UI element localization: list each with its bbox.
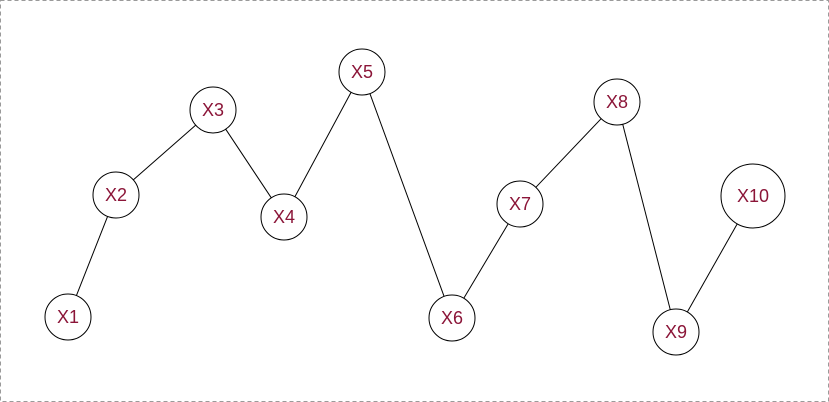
node-x10-circle [720,163,786,229]
node-x4-circle [260,193,308,241]
node-x5[interactable]: X5 [338,48,386,96]
node-x1-circle [44,293,92,341]
node-x2[interactable]: X2 [92,171,140,219]
node-x5-label: X5 [351,62,373,82]
node-x9-label: X9 [665,322,687,342]
node-x7-circle [496,180,544,228]
edge-x1-x2 [75,216,109,296]
node-x3-circle [189,86,237,134]
node-x7[interactable]: X7 [496,180,544,228]
node-x2-circle [92,171,140,219]
node-x4[interactable]: X4 [260,193,308,241]
node-x9[interactable]: X9 [652,308,700,356]
edge-x2-x3 [132,124,197,181]
edge-x8-x9 [622,124,671,310]
node-x3[interactable]: X3 [189,86,237,134]
node-x4-label: X4 [273,207,295,227]
node-x1-label: X1 [57,307,79,327]
edge-x6-x7 [463,223,509,299]
node-x6[interactable]: X6 [428,294,476,342]
node-x8[interactable]: X8 [593,78,641,126]
node-x6-label: X6 [441,308,463,328]
edge-x3-x4 [225,128,272,199]
edge-x7-x8 [535,118,602,188]
node-x7-label: X7 [509,194,531,214]
node-x5-circle [338,48,386,96]
node-x9-circle [652,308,700,356]
edge-x4-x5 [294,92,352,197]
node-x3-label: X3 [202,100,224,120]
node-x8-label: X8 [606,92,628,112]
node-x10-label: X10 [737,186,769,206]
node-x10[interactable]: X10 [720,163,786,229]
node-x2-label: X2 [105,185,127,205]
edge-x5-x6 [369,93,445,297]
edges-group [75,92,738,313]
node-x1[interactable]: X1 [44,293,92,341]
node-x8-circle [593,78,641,126]
edge-x9-x10 [686,223,738,313]
node-x6-circle [428,294,476,342]
